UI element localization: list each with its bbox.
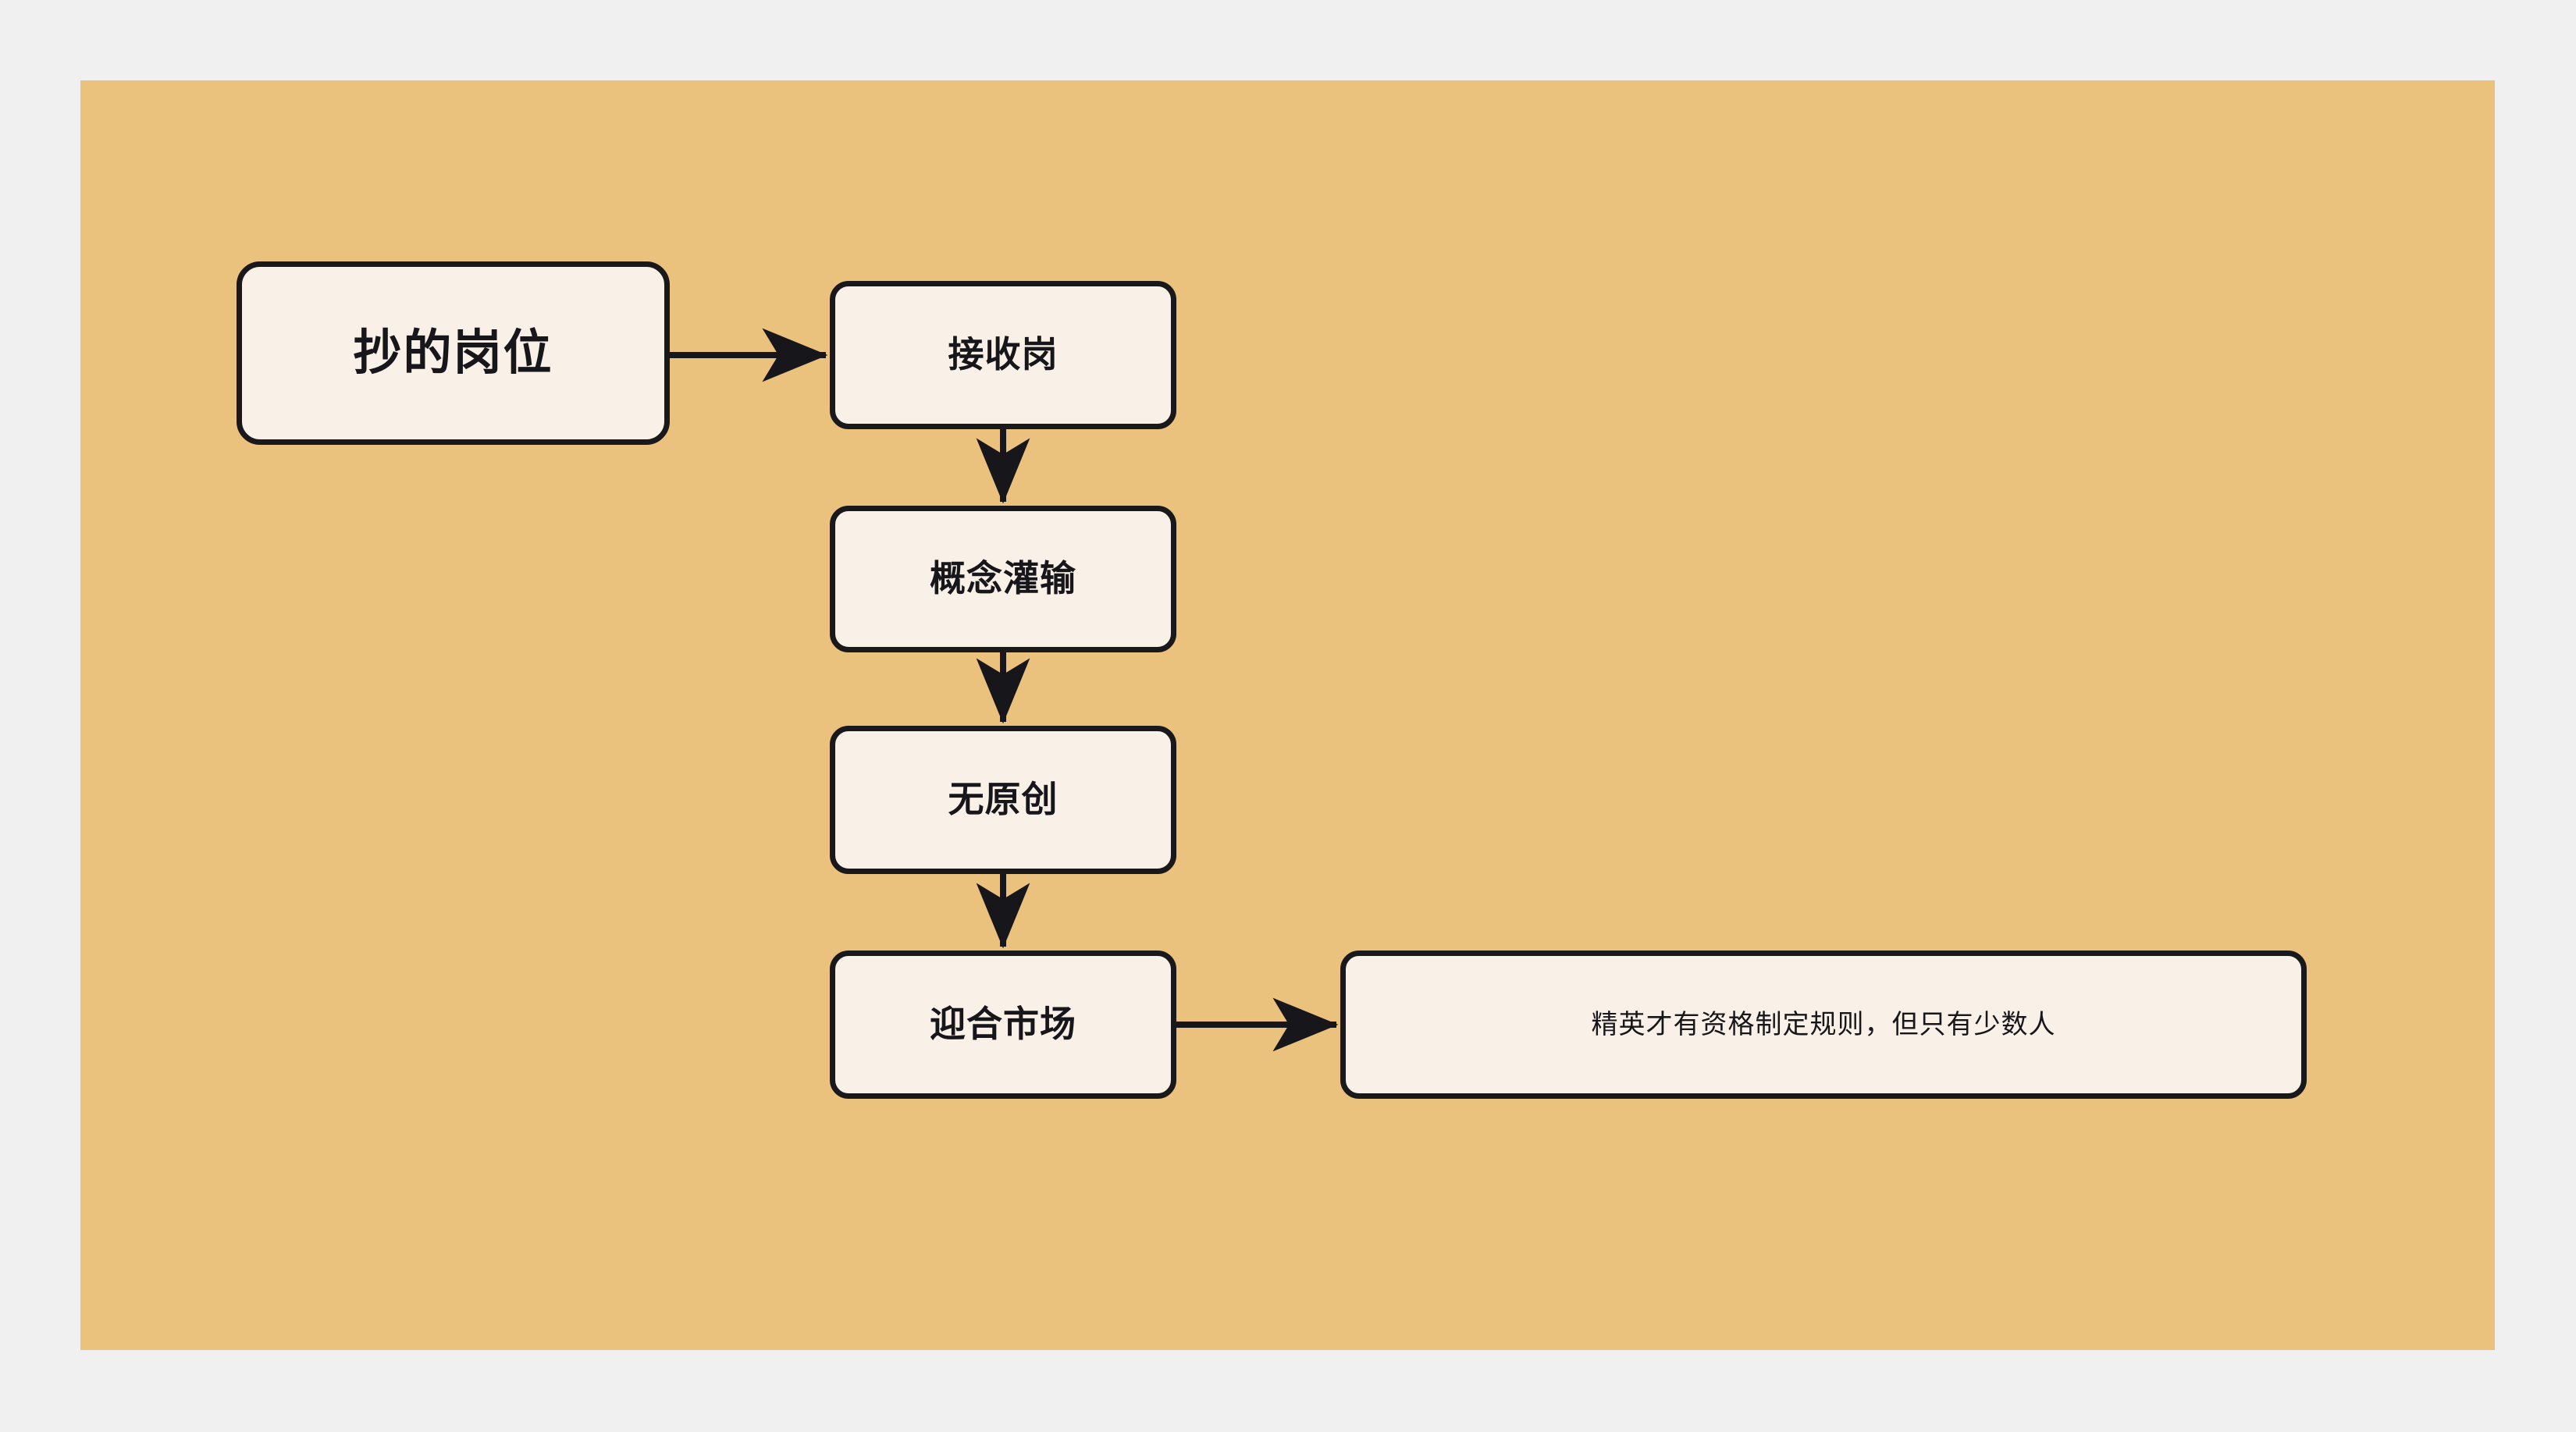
node-indoctrinate-label: 概念灌输	[930, 558, 1076, 599]
node-elite-note[interactable]: 精英才有资格制定规则，但只有少数人	[1340, 951, 2307, 1099]
node-source[interactable]: 抄的岗位	[237, 261, 670, 445]
node-market[interactable]: 迎合市场	[830, 951, 1176, 1099]
node-indoctrinate[interactable]: 概念灌输	[830, 506, 1176, 652]
node-elite-note-label: 精英才有资格制定规则，但只有少数人	[1591, 1009, 2056, 1039]
node-receive[interactable]: 接收岗	[830, 281, 1176, 429]
node-market-label: 迎合市场	[930, 1004, 1076, 1045]
node-no-original-label: 无原创	[948, 779, 1059, 820]
node-receive-label: 接收岗	[948, 334, 1059, 375]
node-source-label: 抄的岗位	[353, 325, 553, 380]
node-no-original[interactable]: 无原创	[830, 726, 1176, 874]
